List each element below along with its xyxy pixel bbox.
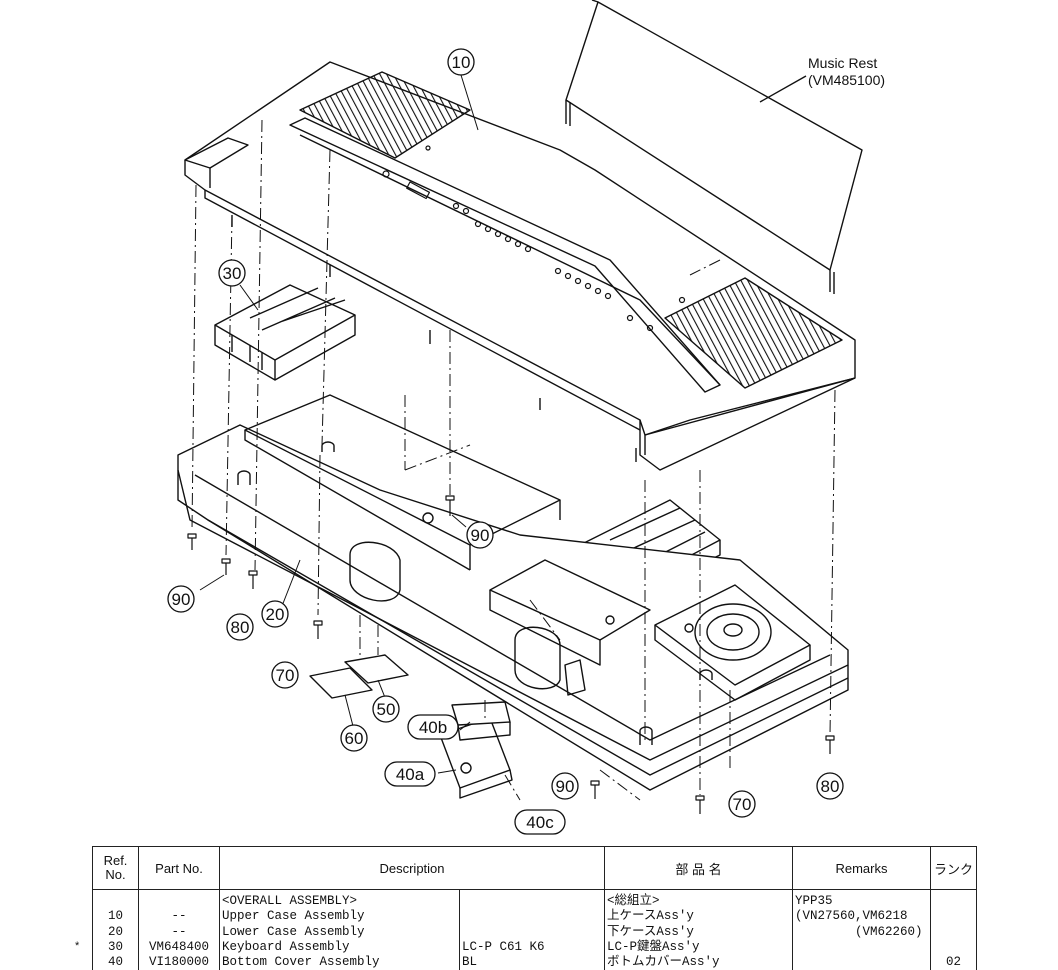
- rank-column: 02: [931, 890, 977, 970]
- lower-case-drawing: [178, 395, 848, 790]
- table-row: 10 20 30 40 -- -- VM648400 VI180000 <OVE…: [93, 890, 977, 970]
- callout-60: 60: [341, 725, 367, 751]
- remarks-column: YPP35 (VN27560,VM6218 (VM62260): [793, 890, 931, 970]
- callout-70-left: 70: [272, 662, 298, 688]
- exploded-assembly-diagram: 10 30 90 90 80 20 70 60: [0, 0, 1058, 840]
- change-marker: *: [75, 940, 79, 952]
- header-japanese-name: 部 品 名: [605, 847, 793, 890]
- music-rest-part-number: (VM485100): [808, 72, 885, 88]
- header-remarks: Remarks: [793, 847, 931, 890]
- callout-40b-label: 40b: [419, 718, 447, 737]
- callout-90-bottom-label: 90: [556, 777, 575, 796]
- callout-90-center: 90: [467, 522, 493, 548]
- description-code-column: LC-P C61 K6 BL: [460, 890, 605, 970]
- japanese-name-column: <総組立> 上ケースAss'y 下ケースAss'y LC-P鍵盤Ass'y ボト…: [605, 890, 793, 970]
- callout-70-left-label: 70: [276, 666, 295, 685]
- callout-20: 20: [262, 601, 288, 627]
- callout-50: 50: [373, 696, 399, 722]
- callout-90-center-label: 90: [471, 526, 490, 545]
- parts-list-table: Ref. No. Part No. Description 部 品 名 Rema…: [92, 846, 977, 970]
- header-description: Description: [220, 847, 605, 890]
- header-ref-no: Ref. No.: [93, 847, 139, 890]
- callout-80-right-label: 80: [821, 777, 840, 796]
- label-sheets-drawing: [310, 655, 408, 698]
- callout-80-left: 80: [227, 614, 253, 640]
- ref-column: 10 20 30 40: [93, 890, 139, 970]
- callout-80-left-label: 80: [231, 618, 250, 637]
- header-rank: ランク: [931, 847, 977, 890]
- callout-40b: 40b: [408, 715, 458, 739]
- callout-40c-label: 40c: [526, 813, 554, 832]
- callout-40a-label: 40a: [396, 765, 425, 784]
- callout-70-right: 70: [729, 791, 755, 817]
- header-part-no: Part No.: [139, 847, 220, 890]
- callout-40c: 40c: [515, 810, 565, 834]
- part-no-column: -- -- VM648400 VI180000: [139, 890, 220, 970]
- callout-10: 10: [448, 49, 474, 75]
- keyboard-assembly-left: [215, 285, 355, 380]
- description-column: <OVERALL ASSEMBLY> Upper Case Assembly L…: [220, 890, 460, 970]
- table-header-row: Ref. No. Part No. Description 部 品 名 Rema…: [93, 847, 977, 890]
- callout-90-left-label: 90: [172, 590, 191, 609]
- callout-20-label: 20: [266, 605, 285, 624]
- callout-50-label: 50: [377, 700, 396, 719]
- music-rest-label: Music Rest: [808, 55, 877, 71]
- callout-90-bottom: 90: [552, 773, 578, 799]
- callout-30-label: 30: [223, 264, 242, 283]
- callout-90-left: 90: [168, 586, 194, 612]
- callout-70-right-label: 70: [733, 795, 752, 814]
- callout-10-label: 10: [452, 53, 471, 72]
- callout-60-label: 60: [345, 729, 364, 748]
- callout-30: 30: [219, 260, 245, 286]
- callout-40a: 40a: [385, 762, 435, 786]
- callout-80-right: 80: [817, 773, 843, 799]
